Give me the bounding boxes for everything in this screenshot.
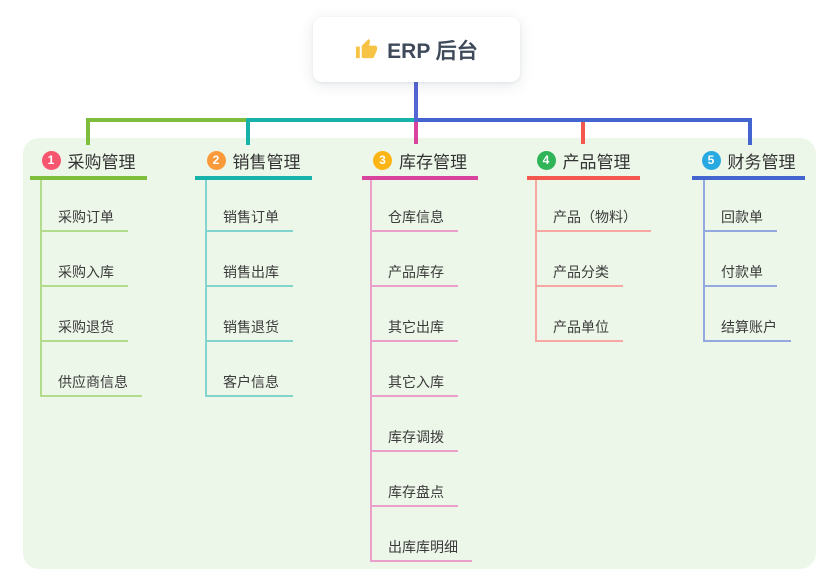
branch-title[interactable]: 4 产品管理: [527, 144, 640, 180]
child-node[interactable]: 其它出库: [370, 314, 458, 342]
child-node[interactable]: 仓库信息: [370, 204, 458, 232]
root-label: ERP 后台: [387, 39, 478, 63]
drop-branch-1: [86, 118, 90, 145]
branch-number-badge: 2: [206, 150, 226, 170]
child-node[interactable]: 产品单位: [535, 314, 623, 342]
child-node[interactable]: 采购退货: [40, 314, 128, 342]
connector-branch-5: [414, 118, 752, 122]
thumbs-up-icon: [355, 38, 378, 61]
branch-child-line: [535, 180, 537, 340]
branch-number-badge: 1: [41, 150, 61, 170]
branch-number-badge: 5: [701, 150, 721, 170]
connector-branch-1: [86, 118, 250, 122]
child-node[interactable]: 客户信息: [205, 369, 293, 397]
branch-number-badge: 4: [536, 150, 556, 170]
child-node[interactable]: 库存调拨: [370, 424, 458, 452]
branch-label: 采购管理: [67, 152, 136, 172]
child-node[interactable]: 销售出库: [205, 259, 293, 287]
connector-branch-2: [246, 118, 418, 122]
child-node[interactable]: 回款单: [703, 204, 777, 232]
child-node[interactable]: 出库库明细: [370, 534, 472, 562]
child-node[interactable]: 产品（物料）: [535, 204, 651, 232]
drop-branch-5: [748, 118, 752, 145]
child-node[interactable]: 其它入库: [370, 369, 458, 397]
branch-product: 4 产品管理 产品（物料） 产品分类产品单位: [527, 144, 651, 342]
branch-label: 库存管理: [399, 152, 467, 172]
branch-label: 财务管理: [727, 152, 796, 172]
branch-title[interactable]: 5 财务管理: [692, 144, 805, 180]
root-stem-connector: [414, 82, 418, 122]
child-node[interactable]: 产品库存: [370, 259, 458, 287]
drop-branch-3: [414, 122, 418, 144]
child-node[interactable]: 采购订单: [40, 204, 128, 232]
child-node[interactable]: 库存盘点: [370, 479, 458, 507]
branch-label: 销售管理: [232, 152, 301, 172]
child-node[interactable]: 付款单: [703, 259, 777, 287]
child-node[interactable]: 销售退货: [205, 314, 293, 342]
branch-number-badge: 3: [373, 150, 392, 170]
branch-child-line: [370, 180, 372, 560]
drop-branch-2: [246, 118, 250, 145]
child-node[interactable]: 产品分类: [535, 259, 623, 287]
branch-title[interactable]: 1 采购管理: [30, 144, 147, 180]
child-node[interactable]: 供应商信息: [40, 369, 142, 397]
branch-purchase: 1 采购管理 采购订单采购入库采购退货供应商信息: [30, 144, 147, 397]
branches-panel: [23, 138, 816, 569]
root-node[interactable]: ERP 后台: [313, 17, 520, 82]
branch-sales: 2 销售管理 销售订单销售出库销售退货客户信息: [195, 144, 312, 397]
branch-child-line: [205, 180, 207, 395]
branch-finance: 5 财务管理 回款单付款单结算账户: [692, 144, 805, 342]
branch-child-line: [703, 180, 705, 340]
branch-title[interactable]: 3 库存管理: [362, 144, 478, 180]
child-node[interactable]: 销售订单: [205, 204, 293, 232]
child-node[interactable]: 采购入库: [40, 259, 128, 287]
branch-inventory: 3 库存管理 仓库信息产品库存其它出库其它入库库存调拨库存盘点出库库明细: [362, 144, 478, 562]
drop-branch-4: [581, 122, 585, 144]
branch-label: 产品管理: [562, 152, 631, 172]
branch-title[interactable]: 2 销售管理: [195, 144, 312, 180]
child-node[interactable]: 结算账户: [703, 314, 791, 342]
branch-child-line: [40, 180, 42, 395]
